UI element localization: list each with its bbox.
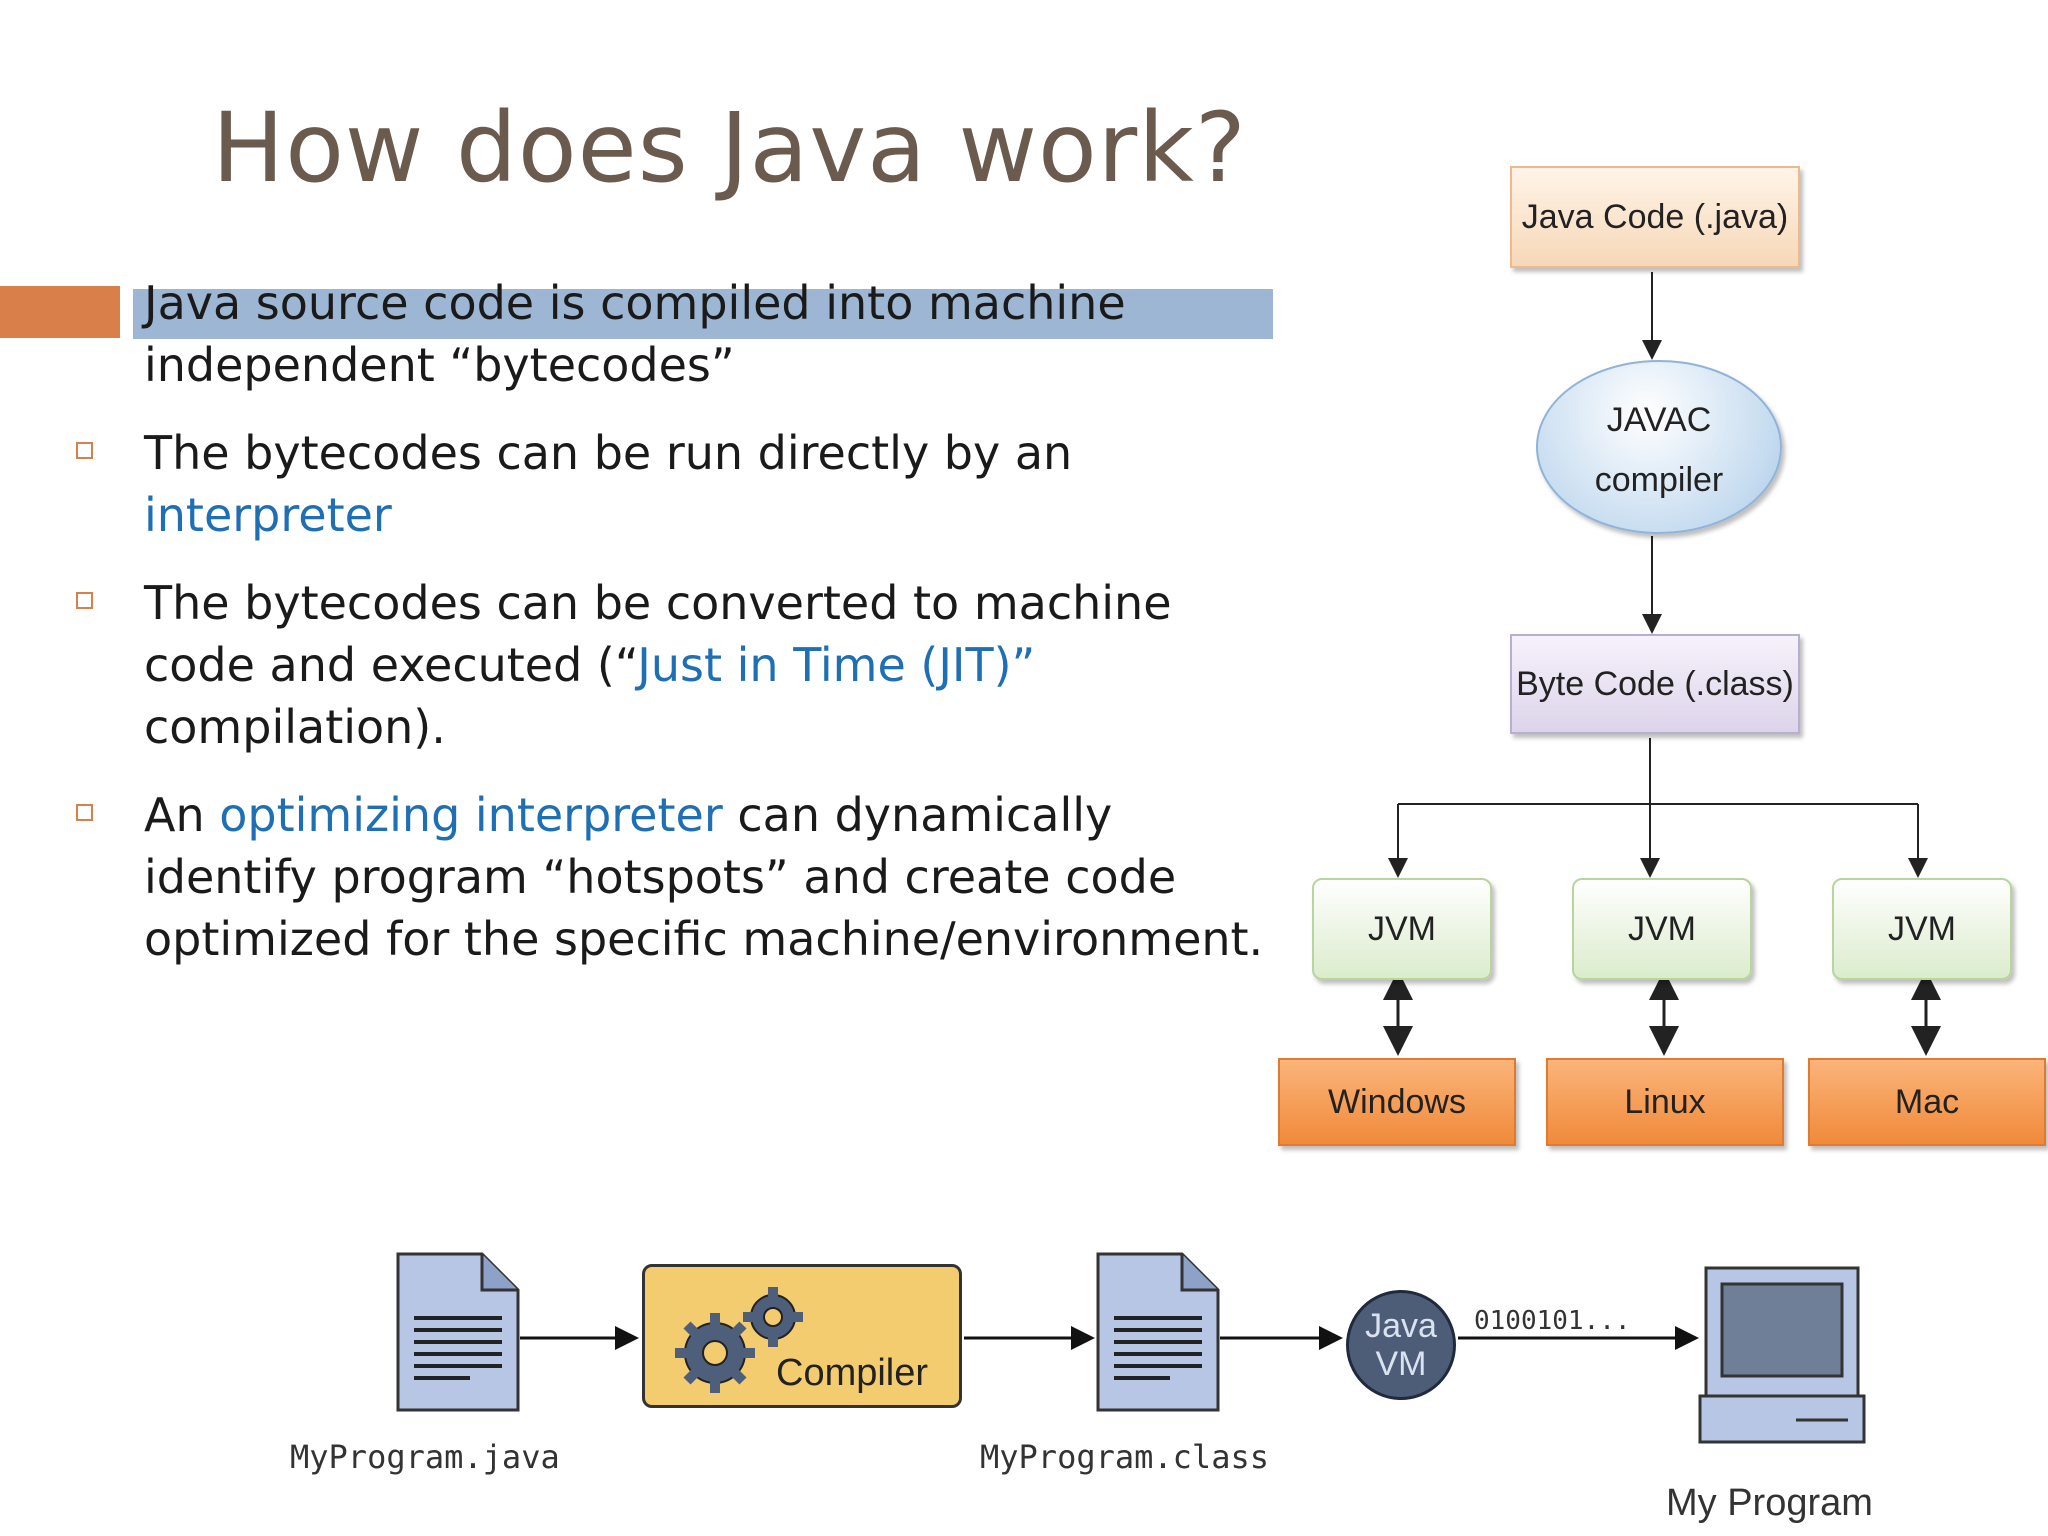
bullet-text: Java source code is compiled into machin… xyxy=(144,272,1270,396)
bullet-square-icon xyxy=(76,292,93,309)
bullet-highlight-marker xyxy=(0,286,120,338)
jit-link[interactable]: Just in Time (JIT)” xyxy=(637,638,1036,692)
jvm-box-mac: JVM xyxy=(1832,878,2012,980)
jvm-box-windows: JVM xyxy=(1312,878,1492,980)
bullet-text-part: can dynamically identify program “hotspo… xyxy=(144,788,1264,966)
bullet-text: An optimizing interpreter can dynamicall… xyxy=(144,784,1270,970)
optimizing-interpreter-link[interactable]: optimizing interpreter xyxy=(219,788,723,842)
javac-label: JAVAC xyxy=(1606,401,1712,439)
platform-linux: Linux xyxy=(1546,1058,1784,1146)
source-file-label: MyProgram.java xyxy=(290,1438,560,1476)
bullet-text: The bytecodes can be run directly by an … xyxy=(144,422,1270,546)
bullet-text-part: An xyxy=(144,788,220,842)
java-code-box: Java Code (.java) xyxy=(1510,166,1800,268)
java-file-icon xyxy=(396,1252,520,1412)
bullet-square-icon xyxy=(76,442,93,459)
class-file-label: MyProgram.class xyxy=(980,1438,1269,1476)
bullet-list: Java source code is compiled into machin… xyxy=(70,272,1270,996)
text-selection-highlight xyxy=(133,289,1273,339)
platform-windows: Windows xyxy=(1278,1058,1516,1146)
compiler-label: compiler xyxy=(1594,461,1724,499)
gears-icon xyxy=(675,1287,803,1393)
compiler-box-label: Compiler xyxy=(776,1352,929,1394)
bullet-item: An optimizing interpreter can dynamicall… xyxy=(70,784,1270,970)
java-vm-circle: Java VM xyxy=(1346,1290,1456,1400)
class-file-icon xyxy=(1096,1252,1220,1412)
binary-label: 0100101... xyxy=(1474,1306,1631,1336)
slide-title: How does Java work? xyxy=(212,92,1247,204)
byte-code-box: Byte Code (.class) xyxy=(1510,634,1800,734)
bullet-item: The bytecodes can be converted to machin… xyxy=(70,572,1270,758)
bullet-text: The bytecodes can be converted to machin… xyxy=(144,572,1270,758)
platform-mac: Mac xyxy=(1808,1058,2046,1146)
bullet-text-part: The bytecodes can be converted to machin… xyxy=(144,576,1172,692)
bullet-item: The bytecodes can be run directly by an … xyxy=(70,422,1270,546)
interpreter-link[interactable]: interpreter xyxy=(144,488,392,542)
bullet-square-icon xyxy=(76,592,93,609)
bullet-text-part: compilation). xyxy=(144,700,446,754)
bullet-item: Java source code is compiled into machin… xyxy=(70,272,1270,396)
javac-compiler-ellipse: JAVAC compiler xyxy=(1536,360,1782,534)
jvm-box-linux: JVM xyxy=(1572,878,1752,980)
bullet-text-part: Java source code is compiled into machin… xyxy=(144,276,1126,392)
bullet-square-icon xyxy=(76,804,93,821)
bullet-text-part: The bytecodes can be run directly by an xyxy=(144,426,1073,480)
vm-label-java: Java xyxy=(1365,1307,1437,1345)
computer-icon xyxy=(1698,1266,1866,1444)
vm-label-vm: VM xyxy=(1375,1345,1427,1383)
program-label: My Program xyxy=(1666,1482,1873,1524)
compiler-box xyxy=(642,1264,962,1408)
